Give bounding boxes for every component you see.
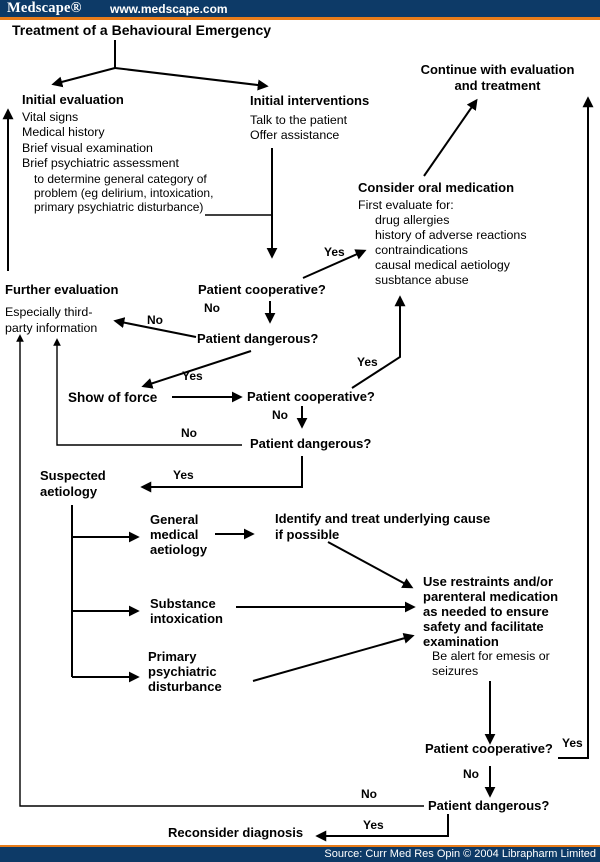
consider-oral-item: susbtance abuse xyxy=(375,272,469,287)
arrow-yes-dangerous1-to-show-of-force xyxy=(141,350,252,389)
edge-label-no-cooperative2: No xyxy=(272,408,288,422)
node-consider-oral-medication: Consider oral medication First evaluate … xyxy=(358,180,527,288)
node-be-alert: Be alert for emesis or seizures xyxy=(432,649,550,678)
footer-bar: Source: Curr Med Res Opin © 2004 Libraph… xyxy=(0,847,600,862)
node-general-medical-aetiology: General medical aetiology xyxy=(150,512,208,557)
header-bar: Medscape® www.medscape.com xyxy=(0,0,600,17)
arrow-no-dangerous1-to-further xyxy=(113,317,197,338)
footer-orange-rule xyxy=(0,845,600,847)
node-patient-cooperative-3: Patient cooperative? xyxy=(425,741,553,756)
initial-evaluation-item: Medical history xyxy=(22,125,105,139)
arrow-yes-dangerous3-to-reconsider xyxy=(315,814,449,842)
edge-label-yes-dangerous1: Yes xyxy=(182,369,203,383)
consider-oral-heading: Consider oral medication xyxy=(358,180,515,195)
edge-label-yes-dangerous3: Yes xyxy=(363,818,384,832)
medscape-logo: Medscape® xyxy=(7,0,82,16)
site-url: www.medscape.com xyxy=(110,2,228,16)
consider-oral-item: contraindications xyxy=(375,242,468,257)
initial-evaluation-item: Brief psychiatric assessment xyxy=(22,156,180,170)
node-patient-dangerous-1: Patient dangerous? xyxy=(197,331,319,346)
node-patient-dangerous-3: Patient dangerous? xyxy=(428,798,550,813)
node-substance-intoxication: Substance intoxication xyxy=(150,596,223,626)
arrow-no-dangerous2-to-further xyxy=(53,338,242,446)
arrow-yes-cooperative1-to-oral xyxy=(302,249,367,279)
node-initial-interventions: Initial interventions Talk to the patien… xyxy=(250,93,369,144)
initial-interventions-item: Offer assistance xyxy=(250,128,340,143)
edge-label-yes-dangerous2: Yes xyxy=(173,468,194,482)
initial-evaluation-heading: Initial evaluation xyxy=(22,92,124,107)
arrow-no-dangerous3-to-further xyxy=(16,334,424,807)
edge-label-yes-cooperative3: Yes xyxy=(562,736,583,750)
arrow-primary-to-restraints xyxy=(252,632,415,682)
consider-oral-intro: First evaluate for: xyxy=(358,197,454,212)
consider-oral-item: history of adverse reactions xyxy=(375,227,527,242)
page-title: Treatment of a Behavioural Emergency xyxy=(12,22,272,38)
node-primary-psychiatric-disturbance: Primary psychiatric disturbance xyxy=(148,649,222,694)
node-continue-evaluation: Continue with evaluation and treatment xyxy=(420,62,575,93)
arrow-oral-to-continue xyxy=(423,98,478,177)
node-further-evaluation: Further evaluation Especially third- par… xyxy=(5,282,118,336)
arrow-identify-to-restraints xyxy=(327,541,414,589)
arrow-yes-cooperative2-to-oral xyxy=(351,295,406,389)
initial-evaluation-item: Vital signs xyxy=(22,109,79,124)
node-initial-evaluation: Initial evaluation Vital signs Medical h… xyxy=(22,92,213,214)
consider-oral-item: causal medical aetiology xyxy=(375,257,510,272)
initial-interventions-item: Talk to the patient xyxy=(250,112,348,127)
arrow-yes-dangerous2-to-suspected xyxy=(140,456,303,493)
edge-label-no-cooperative1: No xyxy=(204,301,220,315)
node-reconsider-diagnosis: Reconsider diagnosis xyxy=(168,825,304,840)
node-suspected-aetiology: Suspected aetiology xyxy=(40,468,106,499)
edge-label-no-cooperative3: No xyxy=(463,767,479,781)
consider-oral-item: drug allergies xyxy=(375,212,450,227)
further-evaluation-heading: Further evaluation xyxy=(5,282,119,297)
edge-label-yes-cooperative1: Yes xyxy=(324,245,345,259)
edge-label-no-dangerous3: No xyxy=(361,787,377,801)
initial-evaluation-note: to determine general category of problem… xyxy=(34,171,214,214)
initial-evaluation-item: Brief visual examination xyxy=(22,140,153,155)
edge-label-yes-cooperative2: Yes xyxy=(357,355,378,369)
node-use-restraints: Use restraints and/or parenteral medicat… xyxy=(423,574,559,649)
node-show-of-force: Show of force xyxy=(68,390,158,405)
edge-label-no-dangerous2: No xyxy=(181,426,197,440)
arrow-title-to-initial-interventions xyxy=(114,67,269,91)
node-patient-cooperative-2: Patient cooperative? xyxy=(247,389,375,404)
further-evaluation-note: Especially third- party information xyxy=(5,304,98,335)
header-orange-rule xyxy=(0,17,600,20)
node-patient-cooperative-1: Patient cooperative? xyxy=(198,282,326,297)
arrow-title-to-initial-evaluation xyxy=(51,67,116,88)
node-patient-dangerous-2: Patient dangerous? xyxy=(250,436,372,451)
initial-interventions-heading: Initial interventions xyxy=(250,93,370,108)
node-identify-and-treat: Identify and treat underlying cause if p… xyxy=(275,511,491,542)
source-attribution: Source: Curr Med Res Opin © 2004 Libraph… xyxy=(324,848,596,860)
arrow-yes-cooperative3-to-continue xyxy=(558,96,594,759)
edge-label-no-dangerous1: No xyxy=(147,313,163,327)
